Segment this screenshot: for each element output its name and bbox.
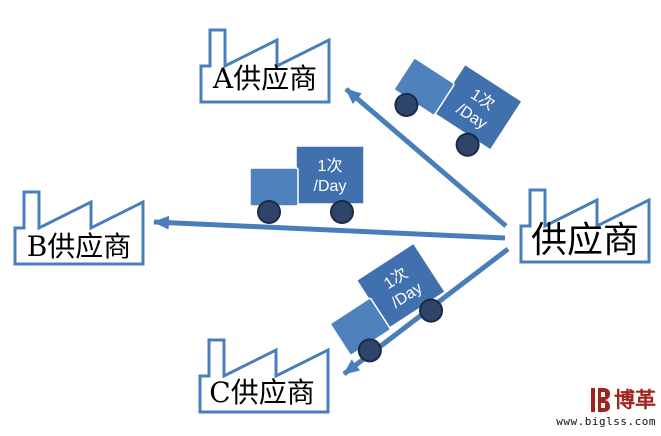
truck-frequency-line1: 1次 <box>318 157 343 175</box>
watermark-site-text: www.biglss.com <box>556 415 656 428</box>
factory-a: A供应商 <box>199 28 331 104</box>
truck-wheel <box>357 338 382 363</box>
factory-a-label: A供应商 <box>212 62 317 95</box>
biglss-logo-icon <box>591 388 610 412</box>
truck-to-a: 1次 /Day <box>393 57 524 157</box>
watermark-brand-text: 博革 <box>614 387 656 412</box>
truck-wheel <box>394 92 419 117</box>
watermark: 博革 www.biglss.com <box>556 387 656 428</box>
factory-main-label: 供应商 <box>531 220 639 261</box>
factory-b-label: B供应商 <box>27 230 132 263</box>
factory-c-label: C供应商 <box>209 376 314 409</box>
truck-cargo-box <box>295 145 365 205</box>
arrow-main-to-b <box>153 215 506 241</box>
truck-wheel <box>330 200 354 224</box>
truck-wheel <box>455 132 480 157</box>
truck-frequency-line2: /Day <box>314 178 347 195</box>
factory-c: C供应商 <box>198 338 330 414</box>
arrow-main-to-a <box>344 87 508 228</box>
truck-to-b: 1次 /Day <box>249 145 365 224</box>
truck-wheel <box>257 200 281 224</box>
truck-to-c: 1次 /Day <box>329 242 447 363</box>
factory-main: 供应商 <box>519 188 651 264</box>
truck-wheel <box>419 298 444 323</box>
factory-b: B供应商 <box>13 190 145 266</box>
truck-cab <box>249 167 299 207</box>
watermark-brand-row: 博革 <box>556 387 656 413</box>
